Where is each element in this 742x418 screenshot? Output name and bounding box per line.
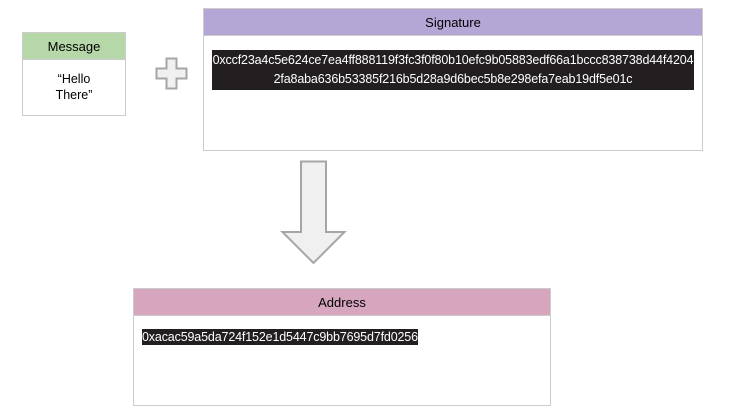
signature-card-body: 0xccf23a4c5e624ce7ea4ff888119f3fc3f0f80b… — [204, 36, 702, 150]
signature-card-header: Signature — [204, 9, 702, 36]
plus-icon — [155, 57, 188, 90]
address-card-body: 0xacac59a5da724f152e1d5447c9bb7695d7fd02… — [134, 316, 550, 406]
address-card: Address 0xacac59a5da724f152e1d5447c9bb76… — [133, 288, 551, 406]
address-card-header: Address — [134, 289, 550, 316]
message-text: “Hello There” — [55, 72, 93, 102]
signature-card: Signature 0xccf23a4c5e624ce7ea4ff888119f… — [203, 8, 703, 151]
message-card-body: “Hello There” — [23, 60, 125, 115]
message-card-header: Message — [23, 33, 125, 60]
signature-hex-value: 0xccf23a4c5e624ce7ea4ff888119f3fc3f0f80b… — [212, 50, 694, 90]
address-hex-value: 0xacac59a5da724f152e1d5447c9bb7695d7fd02… — [142, 329, 418, 345]
down-arrow-icon — [280, 160, 347, 265]
message-card: Message “Hello There” — [22, 32, 126, 116]
